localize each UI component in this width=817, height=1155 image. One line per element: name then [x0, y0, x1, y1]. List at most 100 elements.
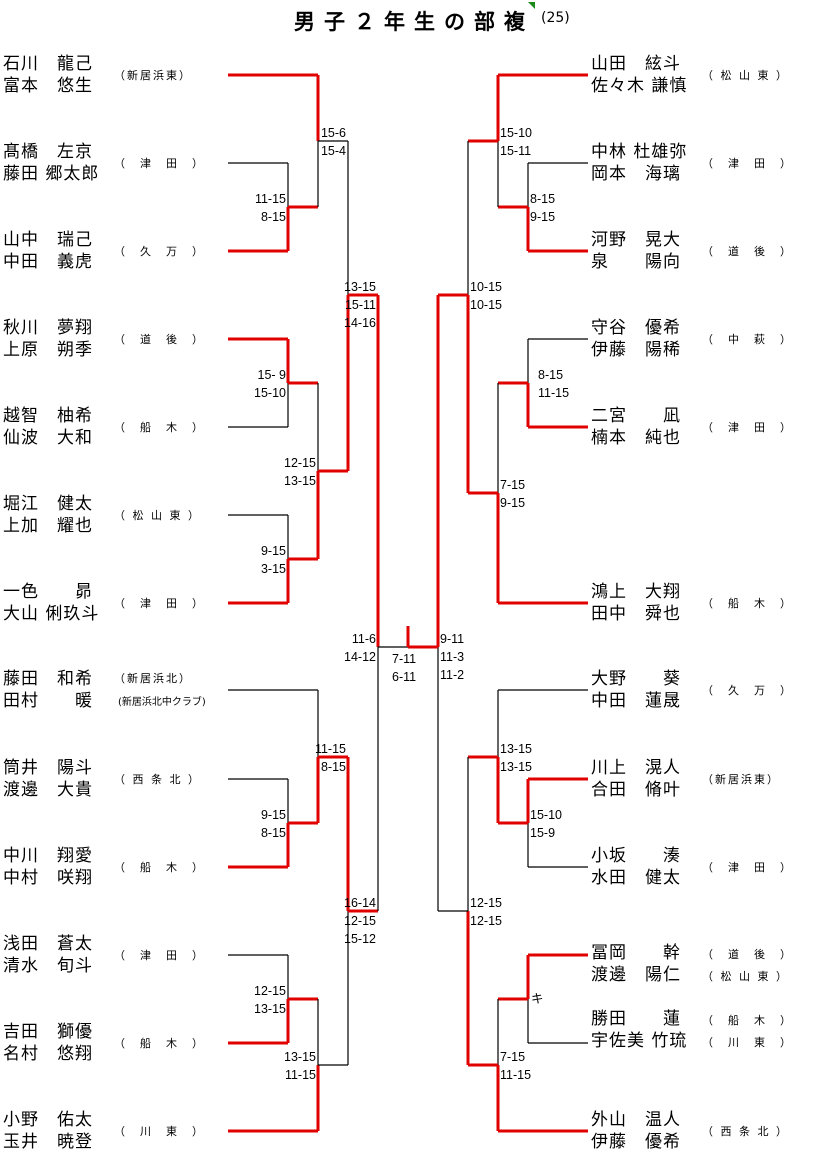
team-name: （ 津 田 ）: [702, 421, 793, 434]
match-score: 10-15: [470, 280, 502, 294]
match-score: 13-15: [254, 1002, 286, 1016]
match-score: 13-15: [284, 474, 316, 488]
match-score: 8-15: [530, 192, 556, 206]
left-entry: 山中 瑞己中田 義虎（ 久 万 ）: [0, 229, 230, 273]
team-name: （ 津 田 ）: [114, 597, 205, 610]
team-name: （ 津 田 ）: [702, 861, 793, 874]
team-name: （ 道 後 ）: [114, 333, 205, 346]
match-score: 11-15: [254, 192, 286, 206]
player-name: 中林 杜雄弥: [591, 142, 688, 162]
player-name: 秋川 夢翔: [3, 318, 93, 338]
player-name: 山中 瑞己: [3, 230, 93, 250]
match-score: 15-4: [320, 144, 346, 158]
right-entry: 河野 晃大泉 陽向（ 道 後 ）: [588, 229, 817, 273]
player-name: 藤田 郷太郎: [3, 164, 100, 184]
player-name: 冨岡 幹: [591, 943, 681, 963]
match-score: 15-10: [254, 386, 286, 400]
match-score: 15- 9: [257, 368, 287, 382]
player-name: 宇佐美 竹琉: [591, 1031, 688, 1051]
team-name: （ 中 萩 ）: [702, 333, 793, 346]
left-entry: 越智 柚希仙波 大和（ 船 木 ）: [0, 405, 230, 449]
match-score: 11-15: [500, 1068, 532, 1082]
match-score: 9-15: [500, 496, 526, 510]
left-entry: 浅田 蒼太清水 旬斗（ 津 田 ）: [0, 933, 230, 977]
team-name: （ 船 木 ）: [114, 1037, 205, 1050]
match-score: 11-15: [314, 742, 346, 756]
left-entry: 吉田 獅優名村 悠翔（ 船 木 ）: [0, 1021, 230, 1065]
team-name: （ 船 木 ）: [702, 597, 793, 610]
player-name: 一色 昴: [3, 582, 93, 602]
player-name: 渡邊 大貴: [3, 780, 93, 800]
match-score: 11-2: [440, 668, 465, 682]
left-entry: 髙橋 左京藤田 郷太郎（ 津 田 ）: [0, 141, 230, 185]
player-name: 藤田 和希: [3, 669, 93, 689]
match-score: 8-15: [538, 368, 564, 382]
right-entry: 二宮 凪楠本 純也（ 津 田 ）: [588, 405, 817, 449]
match-score: 11-6: [351, 632, 376, 646]
team-name: （新居浜東）: [702, 773, 780, 786]
team-name: （ 松 山 東 ）: [702, 970, 789, 983]
player-name: 上原 朔季: [3, 340, 93, 360]
team-name: （ 久 万 ）: [702, 684, 793, 697]
match-score: 15-11: [500, 144, 532, 158]
comment-marker: [528, 2, 535, 9]
player-name: 中村 咲翔: [3, 868, 93, 888]
right-entry: 中林 杜雄弥岡本 海璃（ 津 田 ）: [588, 141, 817, 185]
right-entry: 守谷 優希伊藤 陽稀（ 中 萩 ）: [588, 317, 817, 361]
match-score: 13-15: [500, 742, 532, 756]
right-entry: 川上 滉人合田 脩叶（新居浜東）: [588, 757, 817, 801]
player-name: 勝田 蓮: [591, 1009, 681, 1029]
team-name: （ 川 東 ）: [114, 1125, 205, 1138]
match-score: 15-10: [500, 126, 532, 140]
player-name: 山田 絃斗: [591, 54, 681, 74]
final-score: 6-11: [392, 670, 417, 684]
right-entry: 山田 絃斗佐々木 謙慎（ 松 山 東 ）: [588, 53, 817, 97]
player-name: 堀江 健太: [3, 494, 93, 514]
player-name: 守谷 優希: [591, 318, 681, 338]
player-name: 大野 葵: [591, 669, 681, 689]
player-name: 岡本 海璃: [591, 164, 681, 184]
player-name: 外山 温人: [591, 1110, 681, 1130]
team-name: （ 川 東 ）: [702, 1036, 793, 1049]
right-entry: 小坂 湊水田 健太（ 津 田 ）: [588, 845, 817, 889]
match-score: 7-15: [500, 478, 526, 492]
match-score: 11-3: [440, 650, 465, 664]
match-score: 12-15: [284, 456, 316, 470]
team-name: （ 津 田 ）: [114, 157, 205, 170]
team-name: （新居浜東）: [114, 69, 192, 82]
player-name: 筒井 陽斗: [3, 758, 93, 778]
team-name: （ 松 山 東 ）: [114, 509, 201, 522]
player-name: 清水 旬斗: [3, 956, 93, 976]
right-entry: 大野 葵中田 蓮晟（ 久 万 ）: [588, 668, 817, 712]
match-score: 13-15: [500, 760, 532, 774]
left-entry: 小野 佑太玉井 暁登（ 川 東 ）: [0, 1109, 230, 1153]
match-score: 12-15: [344, 914, 376, 928]
player-name: 仙波 大和: [3, 428, 93, 448]
right-entry: 勝田 蓮宇佐美 竹琉 （ 船 木 ） （ 川 東 ）: [588, 1008, 817, 1052]
match-score: 14-12: [344, 650, 376, 664]
team-name: （ 道 後 ）: [702, 245, 793, 258]
match-score: 12-15: [470, 914, 502, 928]
player-name: 渡邊 陽仁: [591, 965, 681, 985]
player-name: 浅田 蒼太: [3, 934, 93, 954]
player-name: 合田 脩叶: [591, 780, 681, 800]
player-name: 玉井 暁登: [3, 1132, 93, 1152]
team-name: (新居浜北中クラブ): [118, 697, 206, 708]
player-name: 上加 耀也: [3, 516, 93, 536]
match-score: 9-15: [530, 210, 556, 224]
match-score: 8-15: [260, 826, 286, 840]
entry-count: (25): [541, 10, 570, 26]
left-entry: 石川 龍己富本 悠生（新居浜東）: [0, 53, 230, 97]
match-score: 15-12: [344, 932, 376, 946]
final-score: 7-11: [392, 652, 417, 666]
team-name: （ 船 木 ）: [114, 861, 205, 874]
player-name: 伊藤 優希: [591, 1132, 681, 1152]
player-name: 名村 悠翔: [3, 1044, 93, 1064]
match-score: 11-15: [284, 1068, 316, 1082]
page-title: 男子２年生の部複: [294, 10, 534, 34]
player-name: 小坂 湊: [591, 846, 681, 866]
team-name: （ 船 木 ）: [702, 1014, 793, 1027]
match-score: 9-11: [440, 632, 465, 646]
left-entry: 秋川 夢翔上原 朔季 （ 道 後 ）: [0, 317, 230, 361]
match-score: 7-15: [500, 1050, 526, 1064]
